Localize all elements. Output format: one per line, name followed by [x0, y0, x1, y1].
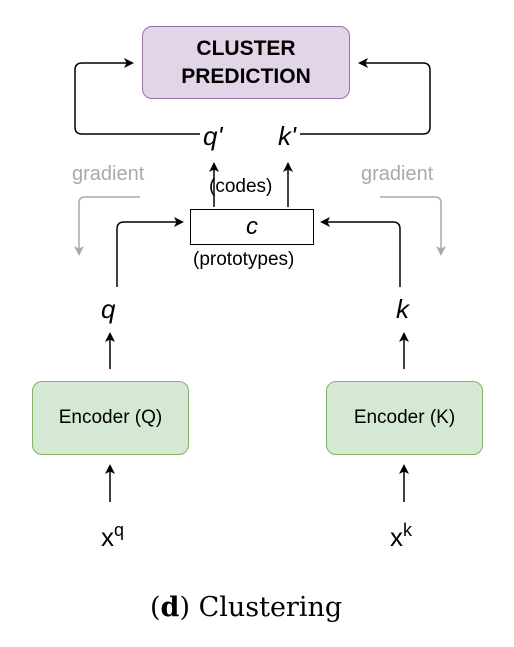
caption-close: ) [179, 592, 190, 623]
k-code-label: k' [278, 121, 296, 151]
q-code-label: q' [203, 121, 223, 151]
q-feature-label: q [101, 294, 116, 324]
xk-input-label: xk [390, 521, 412, 550]
encoder-k-box: Encoder (K) [326, 381, 483, 455]
arrow-gradient-left [74, 196, 140, 256]
arrow-loop-right [300, 58, 431, 135]
cluster-prediction-line2: PREDICTION [181, 64, 311, 88]
encoder-k-label: Encoder (K) [353, 407, 456, 428]
gradient-left-label: gradient [72, 163, 145, 185]
prototypes-label: (prototypes) [193, 249, 295, 270]
codes-label: (codes) [209, 176, 273, 197]
arrow-loop-left [74, 58, 200, 135]
encoder-q-box: Encoder (Q) [32, 381, 189, 455]
k-feature-label: k [396, 294, 409, 324]
caption-letter: d [160, 592, 180, 623]
xq-input-label: xq [101, 521, 124, 550]
xq-superscript: q [114, 520, 125, 540]
xq-base: x [101, 522, 114, 552]
cluster-prediction-box: CLUSTER PREDICTION [142, 26, 350, 99]
xk-superscript: k [403, 520, 412, 540]
xk-base: x [390, 522, 403, 552]
arrow-q-to-prototypes [116, 217, 184, 287]
cluster-prediction-line1: CLUSTER [196, 36, 296, 60]
caption-text: Clustering [189, 592, 343, 623]
arrow-gradient-right [380, 196, 446, 256]
figure-caption: (d) Clustering [150, 594, 342, 621]
arrow-k-to-prototypes [320, 217, 401, 287]
encoder-q-label: Encoder (Q) [58, 407, 163, 428]
gradient-right-label: gradient [361, 163, 434, 185]
caption-open: ( [150, 592, 161, 623]
prototypes-symbol: c [246, 213, 258, 240]
prototypes-box: c [190, 209, 314, 245]
